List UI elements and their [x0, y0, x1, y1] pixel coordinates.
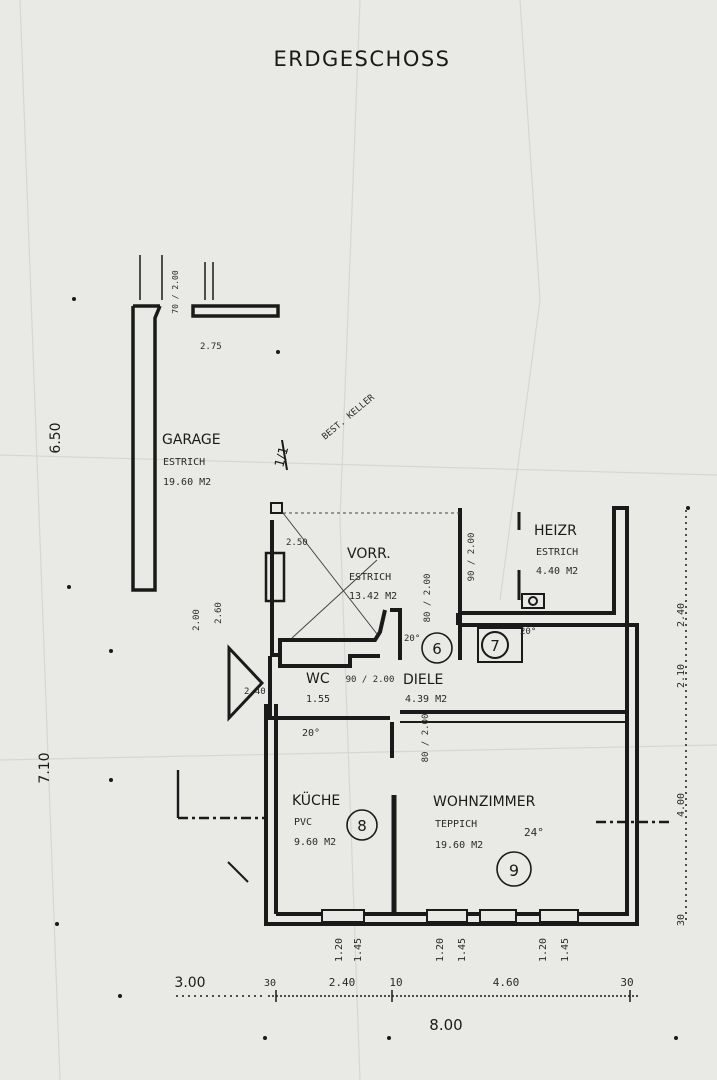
section-lines [176, 439, 670, 883]
temp-kitchen: 20° [302, 728, 320, 739]
garage-name: GARAGE [162, 432, 221, 448]
wc-name: WC [306, 671, 330, 687]
dim-win-1-20c: 1.20 [538, 938, 549, 962]
house-walls [264, 506, 639, 926]
dim-bottom-30a: 30 [264, 978, 276, 989]
heizr-floor: ESTRICH [536, 547, 578, 558]
dim-win-1-45b: 1.45 [457, 938, 468, 962]
garage-area: 19.60 M2 [163, 477, 211, 488]
dim-2-60: 2.60 [214, 602, 224, 624]
entrance-post [270, 502, 283, 514]
dim-door-90-200: 90 / 2.00 [467, 533, 477, 582]
dim-left-7-10: 7.10 [37, 752, 53, 783]
wohn-name: WOHNZIMMER [433, 794, 536, 810]
dim-bottom-4-60: 4.60 [493, 976, 520, 989]
dim-overall-width: 8.00 [429, 1016, 462, 1034]
best-keller-note: BEST. KELLER [321, 392, 378, 442]
dim-win-1-20a: 1.20 [334, 938, 345, 962]
dim-bottom-2-40: 2.40 [329, 976, 356, 989]
wohn-number: 9 [509, 861, 519, 880]
heizr-area: 4.40 M2 [536, 566, 578, 577]
vorr-stair-element [264, 551, 286, 603]
plan-title: ERDGESCHOSS [273, 47, 450, 71]
dim-win-1-45c: 1.45 [560, 938, 571, 962]
wohn-area: 19.60 M2 [435, 840, 483, 851]
dim-door-90-200b: 90 / 2.00 [346, 675, 395, 685]
dim-2-00: 2.00 [192, 609, 202, 631]
dim-right-30: 30 [676, 914, 687, 926]
dim-door-80-200: 80 / 2.00 [423, 574, 433, 623]
kueche-area: 9.60 M2 [294, 837, 336, 848]
vorr-diagonals [282, 512, 460, 639]
dimension-ticks [176, 510, 687, 1002]
room-number-circles [346, 631, 532, 887]
dim-left-6-50: 6.50 [48, 422, 64, 453]
dim-win-1-45a: 1.45 [353, 938, 364, 962]
dim-right-4-00: 4.00 [676, 793, 687, 817]
dim-bottom-10: 10 [389, 976, 402, 989]
bad-number: 7 [490, 637, 500, 655]
dim-2-50: 2.50 [286, 538, 308, 548]
bottom-windows [321, 909, 579, 923]
dim-left-3-00: 3.00 [174, 975, 205, 991]
entry-canopy [227, 644, 265, 722]
diele-area: 4.39 M2 [405, 694, 447, 705]
wc-area: 1.55 [306, 694, 330, 705]
garage-dim-275: 2.75 [200, 342, 222, 352]
dim-door-80-200b: 80 / 2.00 [421, 714, 431, 763]
dim-2-40-side: 2.40 [244, 687, 266, 697]
vorr-floor: ESTRICH [349, 572, 391, 583]
garage-floor: ESTRICH [163, 457, 205, 468]
survey-dots [55, 297, 690, 1040]
temp-diele: 20° [404, 634, 420, 644]
dim-bottom-30b: 30 [620, 976, 633, 989]
dim-door-70-200: 70 / 2.00 [171, 270, 180, 314]
vorr-name: VORR. [347, 546, 391, 562]
temp-bad: 20° [520, 627, 536, 637]
kueche-name: KÜCHE [292, 791, 340, 809]
vorr-area: 13.42 M2 [349, 591, 397, 602]
wohn-floor: TEPPICH [435, 819, 477, 830]
kueche-number: 8 [357, 817, 367, 835]
diele-number: 6 [432, 640, 442, 658]
dim-right-2-40: 2.40 [676, 603, 687, 627]
dim-win-1-20b: 1.20 [435, 938, 446, 962]
section-note: 1/1 [272, 445, 292, 469]
kueche-floor: PVC [294, 817, 312, 828]
diele-name: DIELE [403, 672, 443, 688]
garage-walls [131, 255, 280, 592]
temp-living: 24° [524, 826, 544, 839]
dim-right-2-10: 2.10 [676, 664, 687, 688]
heizr-name: HEIZR [534, 523, 577, 539]
